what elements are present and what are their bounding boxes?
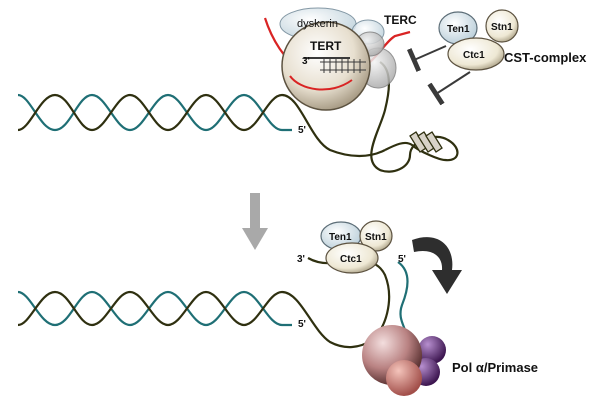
pol-primase-subunit-salmon [386, 360, 422, 396]
five-prime-label-bottom-right: 5' [398, 254, 406, 265]
cst-complex-label: CST-complex [504, 50, 587, 65]
five-prime-label-bottom: 5' [298, 319, 306, 330]
helix-strand-teal-top [17, 93, 292, 132]
pol-primase-label: Pol α/Primase [452, 360, 538, 375]
stn1-label-bottom: Stn1 [365, 232, 387, 243]
five-prime-label-top: 5' [298, 125, 306, 136]
helix-strand-dark-bottom [17, 290, 373, 349]
pol-primase-subunit-purple-top [418, 336, 446, 364]
ten1-label-top: Ten1 [447, 24, 470, 35]
stn1-label-top: Stn1 [491, 22, 513, 33]
helix-strand-teal-bottom [17, 290, 292, 327]
terc-label: TERC [384, 13, 417, 27]
ctc1-label-top: Ctc1 [463, 50, 485, 61]
terc-template [304, 57, 366, 73]
dyskerin-label: dyskerin [297, 18, 338, 30]
inhibit-arrow-telomerase [406, 45, 447, 72]
three-prime-label-top: 3' [302, 56, 310, 67]
stn1-protein-top [485, 9, 519, 43]
top-panel: dyskerin TERC TERT 3' 5' Ten1 Stn1 Ctc1 … [17, 7, 587, 173]
recruitment-arrow [412, 237, 462, 294]
inhibit-arrow-overhang [427, 71, 471, 106]
transition-arrow [242, 193, 268, 250]
helix-strand-dark-top [17, 93, 386, 158]
g-quadruplex [409, 131, 443, 153]
bottom-panel: 3' 5' 5' Ten1 Stn1 Ctc1 Pol α/Primase [17, 220, 538, 396]
three-prime-label-bottom: 3' [297, 254, 305, 265]
tert-protein [281, 21, 371, 111]
ctc1-label-bottom: Ctc1 [340, 254, 362, 265]
ctc1-protein-top [447, 37, 505, 71]
ten1-label-bottom: Ten1 [329, 232, 352, 243]
terc-rna-overlay [289, 75, 353, 91]
tert-label: TERT [310, 39, 342, 53]
stn1-protein-bottom [359, 220, 393, 252]
ctc1-protein-bottom [325, 242, 379, 274]
